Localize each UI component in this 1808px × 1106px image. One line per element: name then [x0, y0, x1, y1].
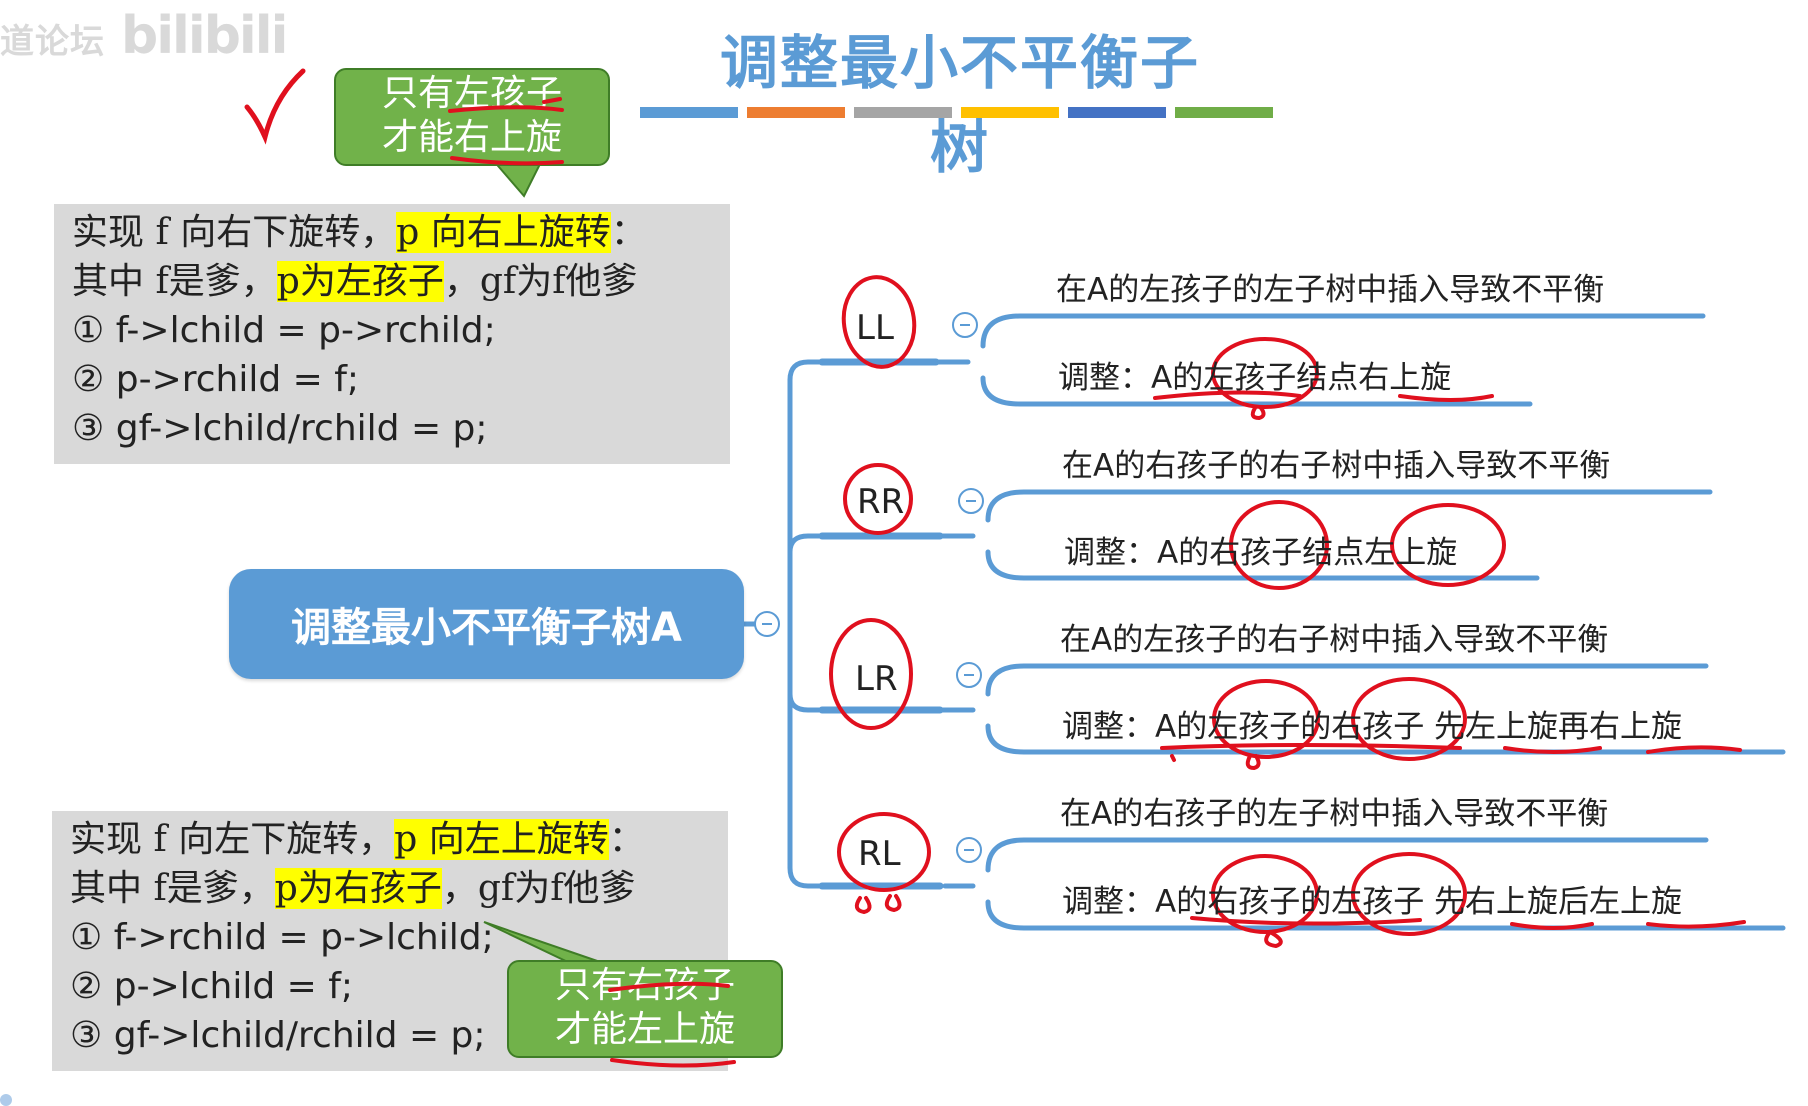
code-box-1-line2: 其中 f是爹，p为左孩子，gf为f他爹 [72, 261, 638, 302]
rl-fix-text: 调整：A的右孩子的左孩子 先右上旋后左上旋 [1062, 884, 1683, 920]
code-box-2-step3: ③ gf->lchild/rchild = p; [70, 1015, 486, 1056]
code-box-1-step3: ③ gf->lchild/rchild = p; [72, 408, 488, 449]
ll-fix-text: 调整：A的左孩子结点右上旋 [1058, 360, 1452, 396]
title-color-bar-6 [1175, 107, 1273, 118]
root-collapse-icon[interactable] [754, 611, 780, 637]
title-color-bar-1 [640, 107, 738, 118]
code-box-1-step2: ② p->rchild = f; [72, 359, 360, 400]
branch-label-rl: RL [858, 834, 901, 874]
branch-rr-collapse-icon[interactable] [958, 488, 984, 514]
ll-cause-text: 在A的左孩子的左子树中插入导致不平衡 [1056, 272, 1605, 308]
code-box-2-step1: ① f->rchild = p->lchild; [70, 917, 494, 958]
branch-label-lr: LR [855, 659, 898, 699]
callout-bottom-line2: 才能左上旋 [554, 1009, 735, 1050]
callout-top-line2: 才能右上旋 [381, 117, 562, 158]
rotation-code-box-left: 实现 f 向左下旋转，p 向左上旋转： 其中 f是爹，p为右孩子，gf为f他爹 … [52, 811, 728, 1071]
rl-cause-text: 在A的右孩子的左子树中插入导致不平衡 [1060, 796, 1609, 832]
rr-cause-text: 在A的右孩子的右子树中插入导致不平衡 [1062, 448, 1611, 484]
branch-lr-collapse-icon[interactable] [956, 662, 982, 688]
bilibili-logo: bilibili [121, 6, 288, 66]
page-title: 调整最小不平衡子树 [719, 29, 1200, 181]
mindmap-root-node: 调整最小不平衡子树A [229, 569, 744, 679]
title-color-bar-2 [747, 107, 845, 118]
title-color-bar-3 [854, 107, 952, 118]
branch-ll-collapse-icon[interactable] [952, 312, 978, 338]
rr-fix-text: 调整：A的右孩子结点左上旋 [1064, 535, 1458, 571]
code-box-2-line2: 其中 f是爹，p为右孩子，gf为f他爹 [70, 868, 636, 909]
lr-cause-text: 在A的左孩子的右子树中插入导致不平衡 [1060, 622, 1609, 658]
title-color-bar-5 [1068, 107, 1166, 118]
lr-fix-text: 调整：A的左孩子的右孩子 先左上旋再右上旋 [1062, 709, 1683, 745]
corner-dot [0, 1094, 12, 1106]
title-color-bar-4 [961, 107, 1059, 118]
code-box-1-line1: 实现 f 向右下旋转，p 向右上旋转： [72, 212, 647, 253]
branch-rl-collapse-icon[interactable] [956, 837, 982, 863]
code-box-2-step2: ② p->lchild = f; [70, 966, 354, 1007]
watermark: 道论坛 bilibili [0, 6, 300, 66]
rotation-code-box-right: 实现 f 向右下旋转，p 向右上旋转： 其中 f是爹，p为左孩子，gf为f他爹 … [54, 204, 730, 464]
watermark-text: 道论坛 [0, 22, 105, 62]
callout-bottom: 只有右孩子 才能左上旋 [507, 960, 783, 1058]
code-box-1-step1: ① f->lchild = p->rchild; [72, 310, 496, 351]
branch-label-rr: RR [857, 482, 905, 522]
checkmark-icon [244, 68, 306, 145]
branch-label-ll: LL [856, 308, 894, 348]
code-box-2-line1: 实现 f 向左下旋转，p 向左上旋转： [70, 819, 645, 860]
